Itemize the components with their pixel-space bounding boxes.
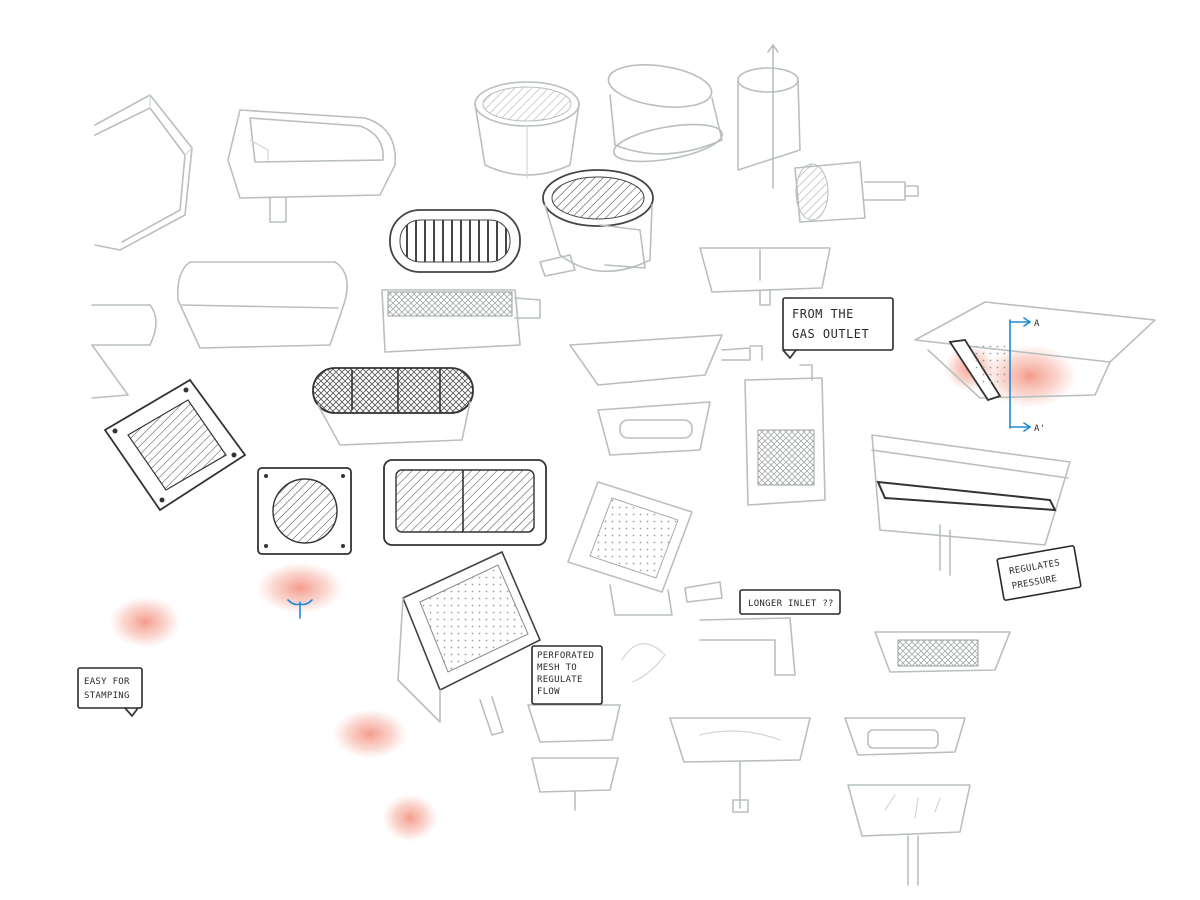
rect-grille-plate [383,459,547,546]
highlight-blob [332,709,408,759]
regulator-housing-sketch [871,434,1071,576]
hatched-square-plate [103,378,247,512]
pan-sketch-upper [699,247,831,306]
mesh-frame-sketch [567,481,693,616]
note-easy-stamping-line-2: STAMPING [84,691,130,701]
cylinder-sketch-tapered [607,64,724,163]
tray-sketch-top-left [94,94,193,251]
pan-sketch-small [597,401,711,456]
tray-sketch-basin [227,109,397,223]
note-perforated-mesh-line-3: REGULATE [537,675,583,685]
note-perforated-mesh-line-1: PERFORATED [537,651,594,661]
mesh-box-sketch [381,289,541,353]
section-marker-a-prime: A' [1034,424,1045,434]
note-longer-inlet: LONGER INLET ?? [739,589,841,615]
note-perforated-mesh-line-4: FLOW [537,687,560,697]
highlight-blobs [109,344,1078,842]
tray-sketch-left-edge [91,304,157,399]
crosshatch-tray-sketch [312,367,474,446]
tank-sketch [744,364,826,506]
note-longer-inlet-text: LONGER INLET ?? [748,599,834,609]
highlight-blob [256,562,344,614]
cylinder-sketch-angled [737,44,919,223]
note-gas-outlet-line-1: FROM THE [792,307,854,321]
note-gas-outlet-line-2: GAS OUTLET [792,327,869,341]
flow-arrow-icon [287,599,313,619]
cylinder-sketch-hatched [474,81,580,179]
note-easy-stamping: EASY FOR STAMPING [77,667,143,717]
section-view-sketch: A A' [914,301,1156,434]
highlight-blob [382,794,438,842]
round-port-plate [257,467,352,555]
note-gas-outlet: FROM THE GAS OUTLET [782,297,894,359]
bowl-sketch-right [874,631,1011,673]
soft-tray-sketch [176,261,348,349]
tap-sketch [621,581,796,683]
basin-sketches-bottom [527,704,971,886]
note-easy-stamping-line-1: EASY FOR [84,677,130,687]
highlight-blob [109,596,181,648]
round-grille-burner-sketch [539,169,654,277]
section-marker-a: A [1034,319,1040,329]
pill-grille-sketch [389,209,521,273]
note-perforated-mesh-line-2: MESH TO [537,663,577,673]
perforated-box-sketch [397,550,542,736]
note-regulates-pressure: REGULATES PRESSURE [996,545,1082,601]
note-perforated-mesh: PERFORATED MESH TO REGULATE FLOW [531,645,603,705]
pan-sketch-long [569,334,763,386]
